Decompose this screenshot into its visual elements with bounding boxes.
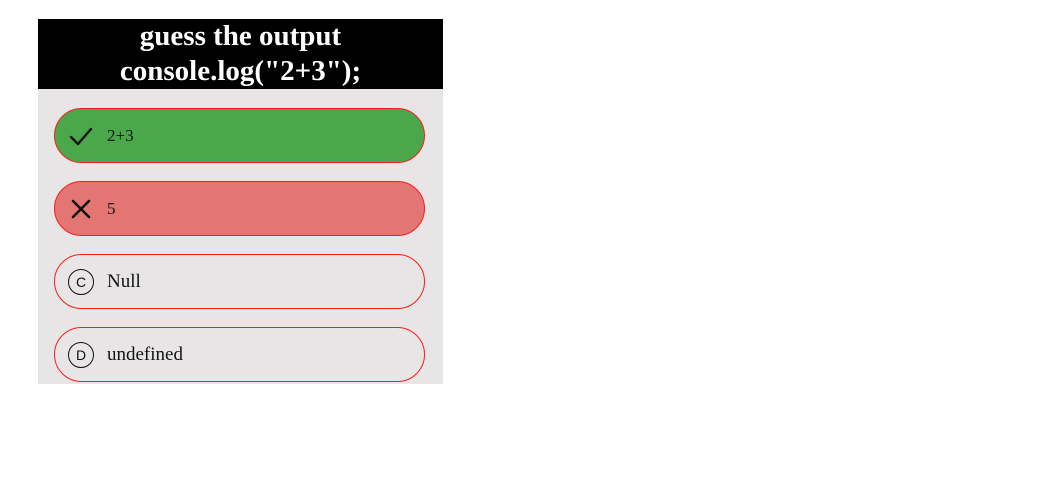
option-d-label: undefined bbox=[107, 343, 183, 365]
question-code: console.log("2+3"); bbox=[119, 55, 362, 87]
option-c[interactable]: C Null bbox=[54, 254, 425, 309]
option-b[interactable]: 5 bbox=[54, 181, 425, 236]
letter-d-icon: D bbox=[67, 341, 95, 369]
option-d[interactable]: D undefined bbox=[54, 327, 425, 382]
option-a-label: 2+3 bbox=[107, 125, 134, 145]
question-title: guess the output bbox=[139, 20, 342, 52]
quiz-card: guess the output console.log("2+3"); 2+3… bbox=[38, 19, 443, 384]
option-c-label: Null bbox=[107, 270, 141, 292]
option-a[interactable]: 2+3 bbox=[54, 108, 425, 163]
letter-c-icon: C bbox=[67, 268, 95, 296]
option-b-label: 5 bbox=[107, 198, 116, 218]
check-icon bbox=[67, 122, 95, 150]
question-header: guess the output console.log("2+3"); bbox=[38, 19, 443, 89]
x-icon bbox=[67, 195, 95, 223]
option-c-letter: C bbox=[68, 268, 94, 295]
option-d-letter: D bbox=[68, 341, 94, 368]
